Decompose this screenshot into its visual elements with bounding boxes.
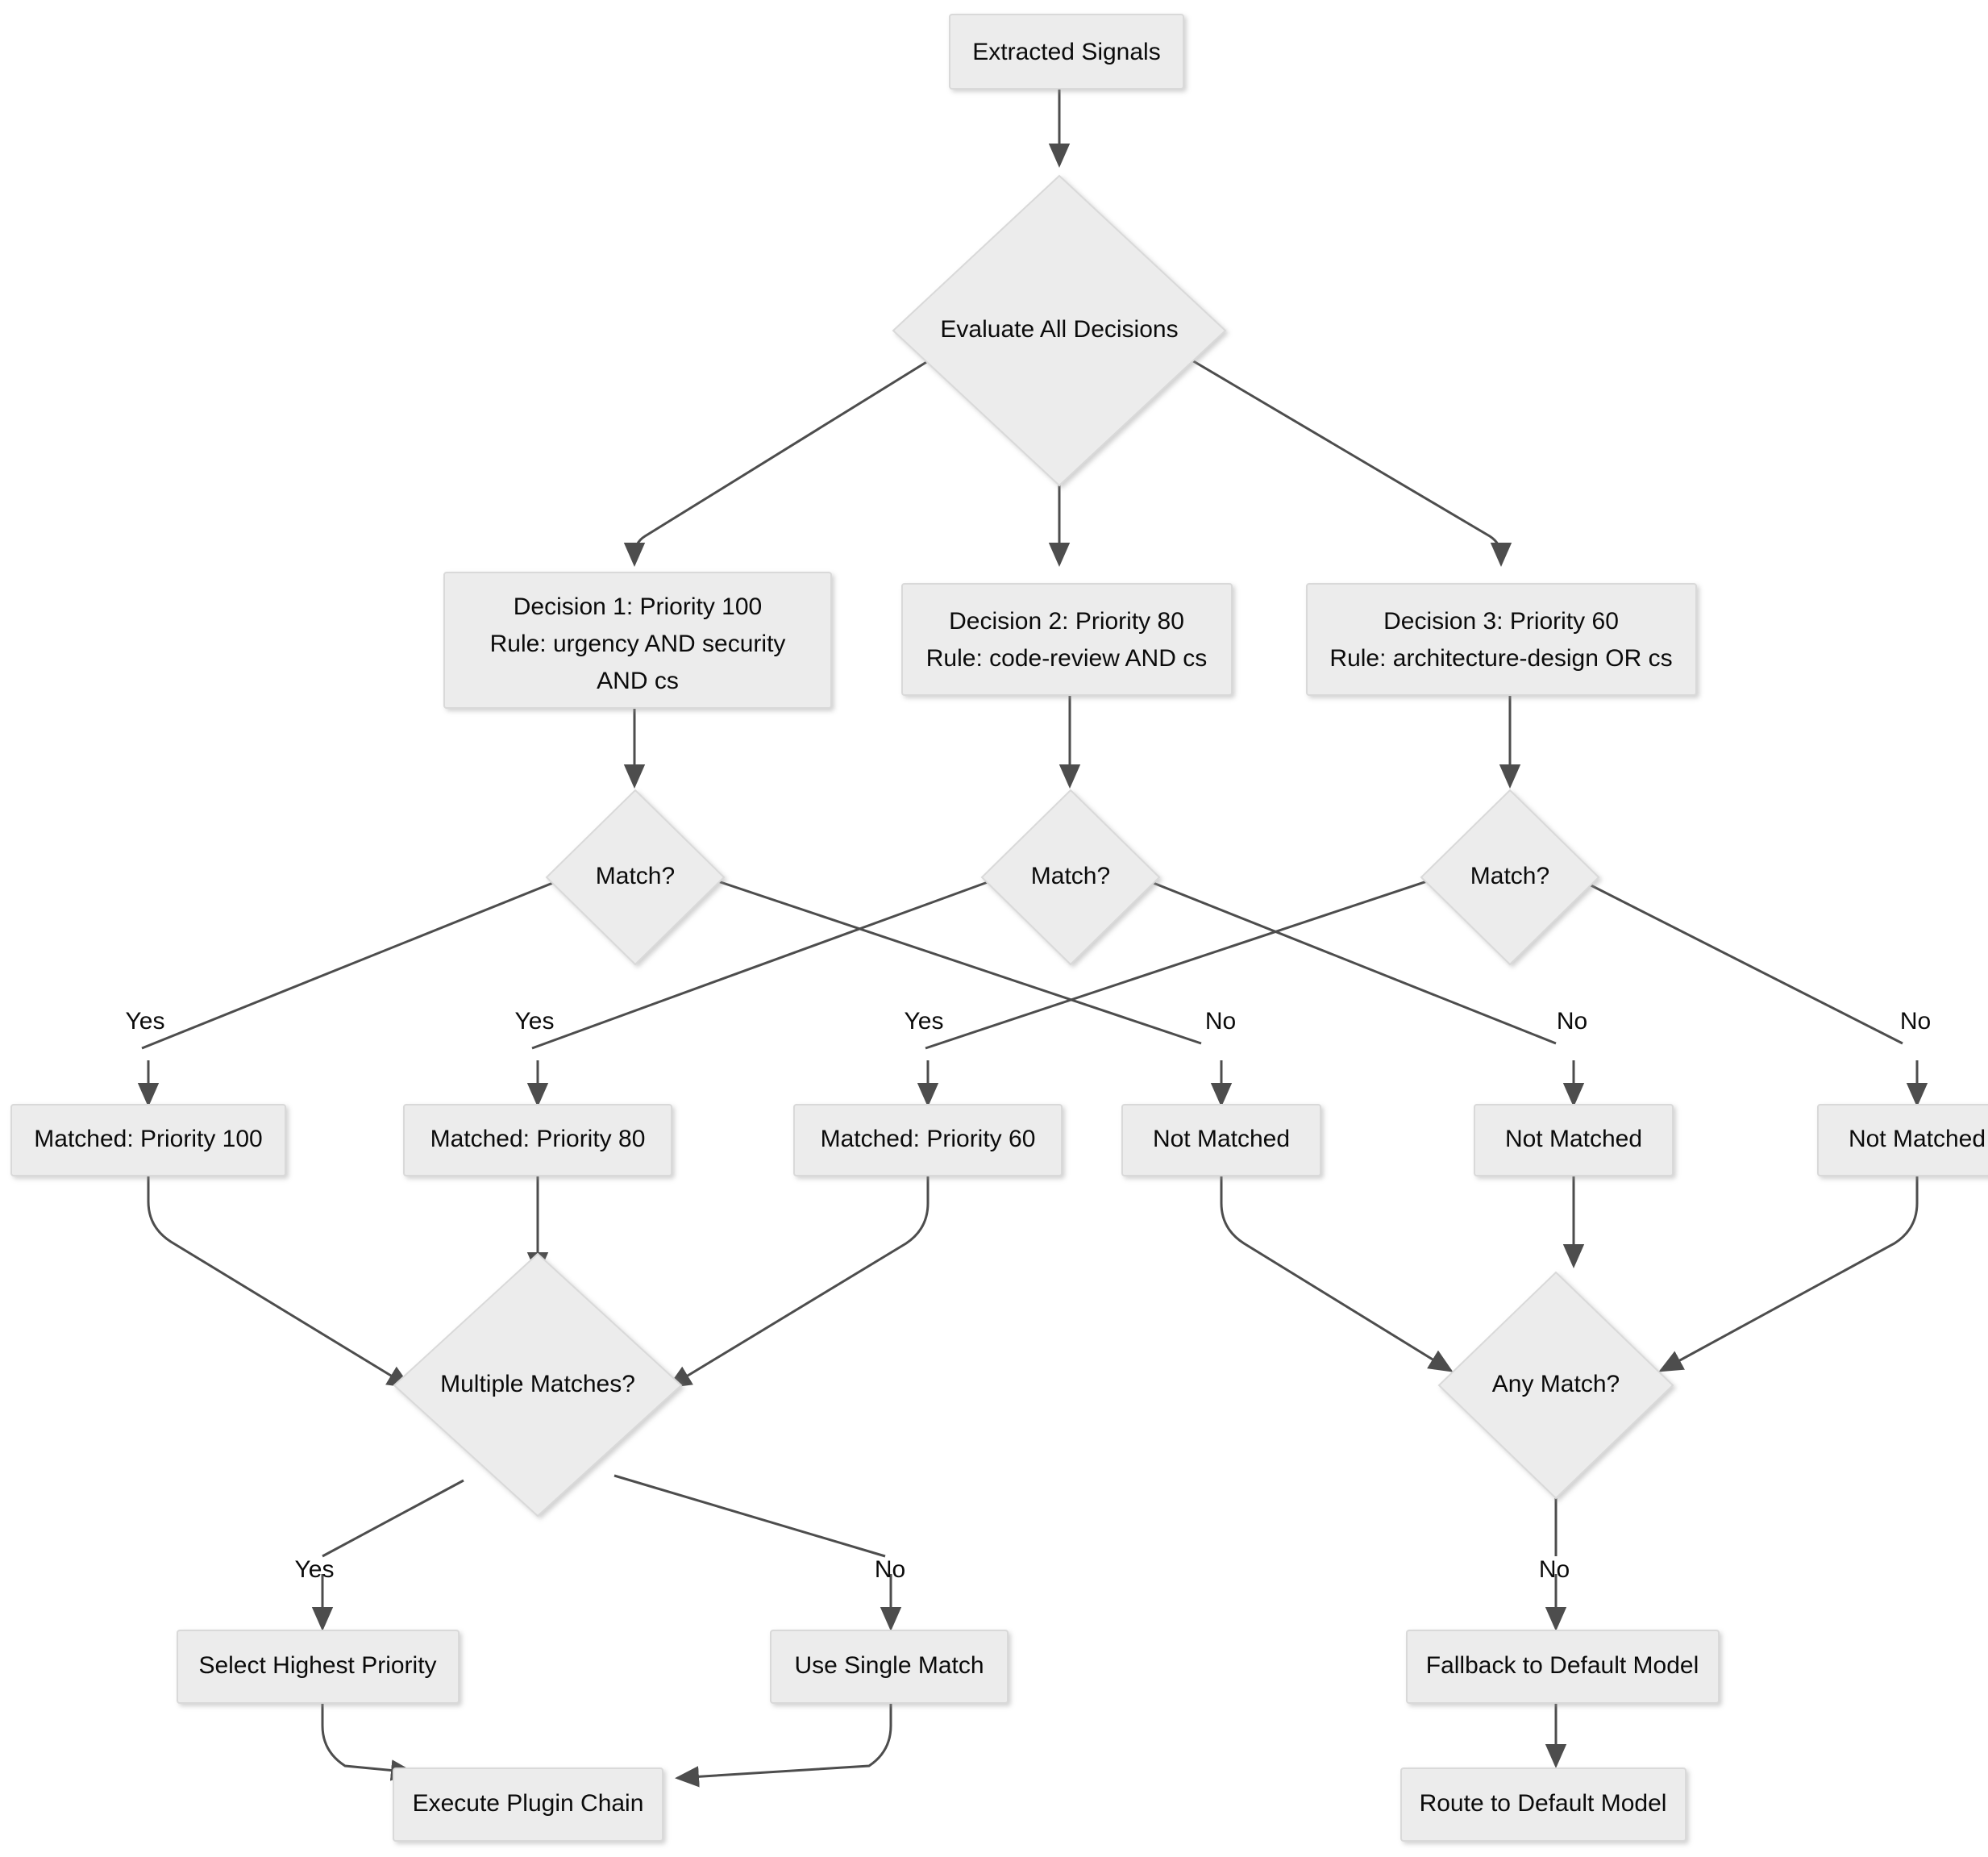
edge-evaluate-to-decision1 [623, 345, 952, 567]
node-not-matched-3-label: Not Matched [1849, 1126, 1986, 1152]
node-decision-2-line2: Rule: code-review AND cs [926, 645, 1207, 672]
node-evaluate-all-decisions[interactable]: Evaluate All Decisions [892, 174, 1227, 487]
node-decision-2-line1: Decision 2: Priority 80 [949, 608, 1184, 635]
node-decision-1-line1: Decision 1: Priority 100 [514, 593, 762, 620]
node-layer: Extracted Signals Evaluate All Decisions… [10, 14, 1988, 1842]
node-evaluate-all-decisions-label: Evaluate All Decisions [940, 316, 1178, 343]
node-not-matched-2-label: Not Matched [1505, 1126, 1642, 1152]
edge-matched60-to-multiple [667, 1173, 930, 1389]
edge-label-any-match-no: No [1539, 1556, 1570, 1583]
edge-notmatched3-to-any [1658, 1173, 1919, 1372]
edge-notmatched1-to-any [1220, 1173, 1454, 1372]
node-match-2-label: Match? [1031, 863, 1110, 889]
node-extracted-signals[interactable]: Extracted Signals [949, 14, 1184, 90]
node-matched-priority-80[interactable]: Matched: Priority 80 [403, 1104, 672, 1176]
node-execute-plugin-chain-label: Execute Plugin Chain [413, 1790, 644, 1817]
node-match-3[interactable]: Match? [1420, 789, 1600, 966]
node-not-matched-1-label: Not Matched [1153, 1126, 1290, 1152]
node-matched-priority-60[interactable]: Matched: Priority 60 [793, 1104, 1063, 1176]
node-match-2[interactable]: Match? [980, 789, 1161, 966]
node-matched-priority-100-label: Matched: Priority 100 [34, 1126, 262, 1152]
node-fallback-to-default-model-label: Fallback to Default Model [1426, 1652, 1699, 1679]
node-matched-priority-60-label: Matched: Priority 60 [821, 1126, 1036, 1152]
node-use-single-match[interactable]: Use Single Match [770, 1630, 1009, 1704]
node-route-to-default-model[interactable]: Route to Default Model [1400, 1767, 1686, 1842]
edge-label-match2-yes: Yes [515, 1008, 555, 1035]
node-not-matched-3[interactable]: Not Matched [1817, 1104, 1988, 1176]
node-not-matched-2[interactable]: Not Matched [1474, 1104, 1674, 1176]
edge-label-multiple-yes: Yes [295, 1556, 335, 1583]
node-select-highest-priority[interactable]: Select Highest Priority [177, 1630, 460, 1704]
node-decision-1-line3: AND cs [597, 668, 679, 694]
edge-match1-yes [141, 871, 580, 1050]
edge-label-match3-no: No [1900, 1008, 1931, 1035]
edge-match3-yes [925, 871, 1454, 1050]
node-route-to-default-model-label: Route to Default Model [1420, 1790, 1667, 1817]
edge-label-match3-yes: Yes [905, 1008, 944, 1035]
node-not-matched-1[interactable]: Not Matched [1121, 1104, 1321, 1176]
node-fallback-to-default-model[interactable]: Fallback to Default Model [1406, 1630, 1720, 1704]
edge-label-multiple-no: No [875, 1556, 905, 1583]
edge-match2-yes [531, 871, 1015, 1050]
node-matched-priority-100[interactable]: Matched: Priority 100 [10, 1104, 286, 1176]
node-any-match-label: Any Match? [1492, 1371, 1620, 1397]
edge-match1-no [691, 871, 1202, 1045]
node-match-1-label: Match? [596, 863, 675, 889]
node-match-3-label: Match? [1470, 863, 1549, 889]
node-multiple-matches-label: Multiple Matches? [440, 1371, 635, 1397]
node-decision-2[interactable]: Decision 2: Priority 80 Rule: code-revie… [901, 583, 1233, 696]
node-decision-1-line2: Rule: urgency AND security [490, 631, 786, 657]
node-decision-3-line1: Decision 3: Priority 60 [1383, 608, 1619, 635]
edge-label-match1-yes: Yes [126, 1008, 165, 1035]
edge-multiple-yes [322, 1479, 464, 1558]
node-extracted-signals-label: Extracted Signals [972, 39, 1160, 65]
edge-evaluate-to-decision3 [1168, 345, 1512, 567]
node-decision-1[interactable]: Decision 1: Priority 100 Rule: urgency A… [443, 572, 832, 709]
node-match-1[interactable]: Match? [545, 789, 726, 966]
node-decision-3[interactable]: Decision 3: Priority 60 Rule: architectu… [1306, 583, 1697, 696]
node-use-single-match-label: Use Single Match [794, 1652, 984, 1679]
edge-select-to-execute [321, 1701, 415, 1781]
node-execute-plugin-chain[interactable]: Execute Plugin Chain [393, 1767, 663, 1842]
edge-match2-no [1126, 871, 1557, 1045]
edge-match3-no [1565, 871, 1903, 1045]
edge-label-layer: Yes Yes Yes No No No Yes No No [126, 1008, 1932, 1583]
edge-multiple-no [613, 1474, 886, 1558]
node-multiple-matches[interactable]: Multiple Matches? [393, 1252, 683, 1518]
edge-label-match1-no: No [1205, 1008, 1236, 1035]
edge-matched100-to-multiple [147, 1173, 412, 1389]
edge-layer [137, 89, 1928, 1788]
edge-usesingle-to-execute [675, 1701, 892, 1788]
edge-label-match2-no: No [1557, 1008, 1587, 1035]
node-decision-3-line2: Rule: architecture-design OR cs [1329, 645, 1672, 672]
node-any-match[interactable]: Any Match? [1437, 1271, 1674, 1500]
node-matched-priority-80-label: Matched: Priority 80 [430, 1126, 646, 1152]
node-select-highest-priority-label: Select Highest Priority [198, 1652, 436, 1679]
